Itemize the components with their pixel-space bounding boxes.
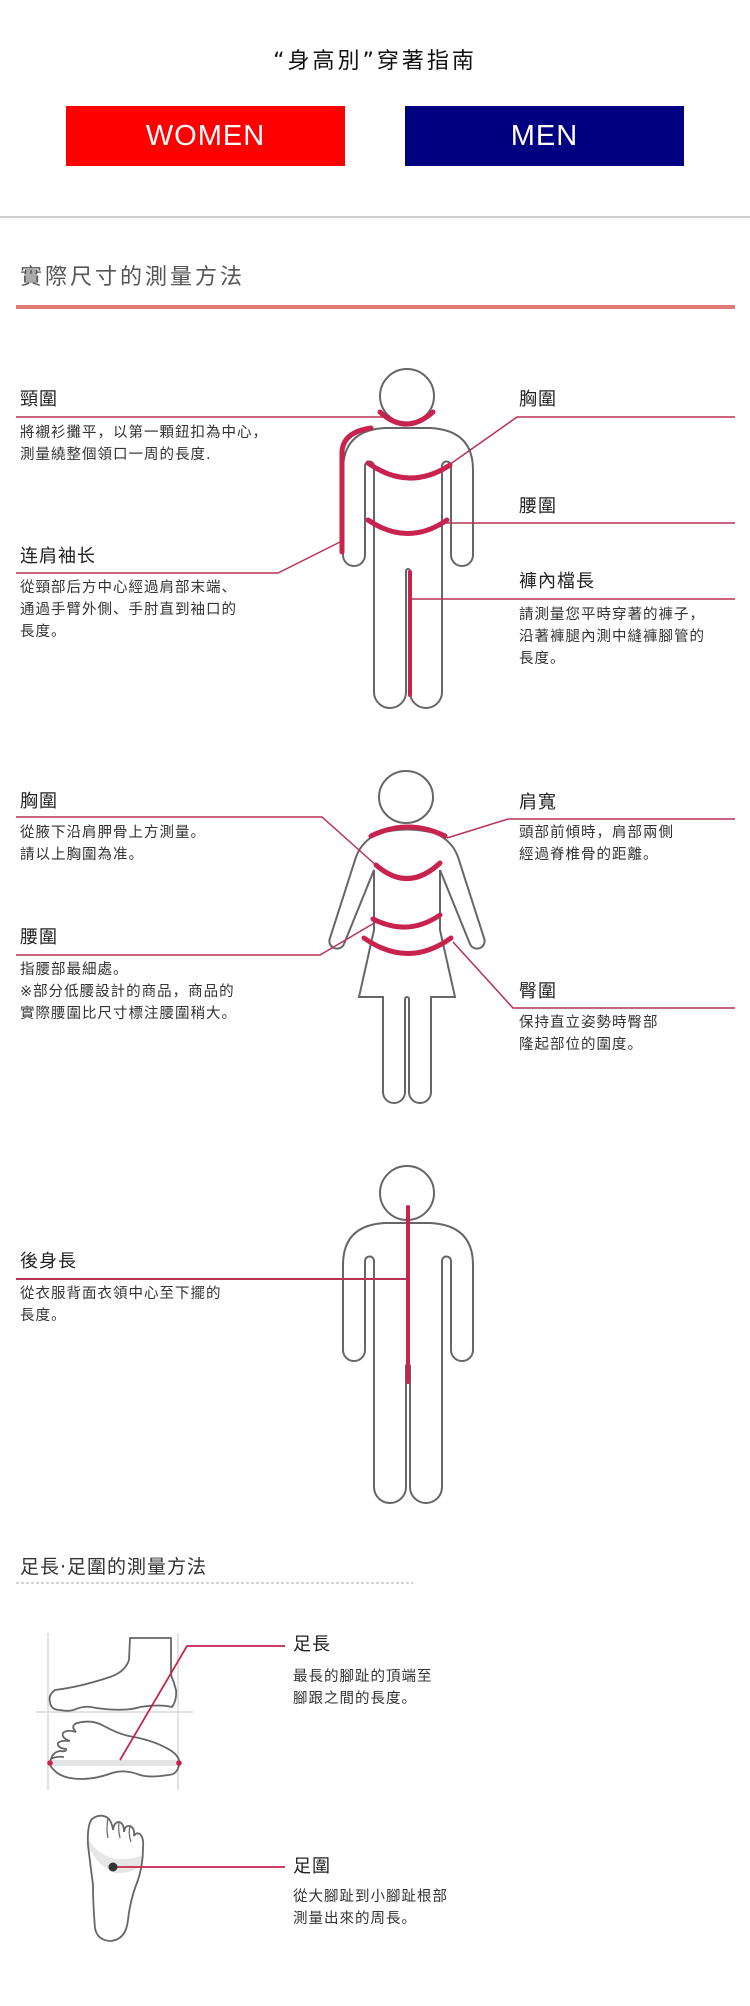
description-line: 測量出來的周長。	[293, 1911, 417, 1927]
foot-length-label: 足長	[293, 1634, 331, 1655]
heading-underline	[16, 305, 735, 309]
description-line: 最長的腳趾的頂端至	[293, 1669, 433, 1685]
description-line: 沿著褲腿內測中縫褲腳管的	[519, 629, 705, 645]
chest-mark	[373, 860, 443, 881]
description-line: 隆起部位的圍度。	[519, 1037, 643, 1053]
chest-mark	[365, 460, 453, 481]
description-line: 將襯衫攤平，以第一顆鈕扣為中心，	[20, 425, 268, 441]
description-line: 經過脊椎骨的距離。	[519, 847, 659, 863]
foot-length-icon	[36, 1633, 285, 1790]
section-heading: 實際尺寸的測量方法	[20, 265, 246, 290]
description-line: ※部分低腰設計的商品，商品的	[20, 984, 235, 1000]
neck-label: 頸圍	[20, 389, 58, 410]
foot-length-description: 最長的腳趾的頂端至 腳跟之間的長度。	[293, 1666, 433, 1710]
men-button[interactable]: MEN	[405, 106, 684, 166]
sleeve-mark	[339, 425, 374, 555]
description-line: 長度。	[20, 624, 67, 640]
description-line: 長度。	[20, 1308, 67, 1324]
hip-description: 保持直立姿勢時臀部 隆起部位的圍度。	[519, 1012, 659, 1056]
foot-girth-description: 從大腳趾到小腳趾根部 測量出來的周長。	[293, 1886, 448, 1930]
description-line: 從頸部后方中心經過肩部末端、	[20, 580, 237, 596]
sleeve-label: 连肩袖长	[20, 546, 96, 567]
inseam-description: 請測量您平時穿著的褲子， 沿著褲腿內測中縫褲腳管的 長度。	[519, 604, 705, 670]
neck-description: 將襯衫攤平，以第一顆鈕扣為中心， 測量繞整個領口一周的長度.	[20, 422, 268, 466]
description-line: 測量繞整個領口一周的長度.	[20, 447, 212, 463]
shoulder-mark	[368, 824, 448, 839]
description-line: 保持直立姿勢時臀部	[519, 1015, 659, 1031]
leader-line	[448, 416, 735, 466]
women-button[interactable]: WOMEN	[66, 106, 345, 166]
inseam-label: 褲內檔長	[519, 571, 595, 592]
waist-mark	[365, 517, 450, 536]
shoulder-description: 頭部前傾時，肩部兩側 經過脊椎骨的距離。	[519, 822, 674, 866]
waist-label: 腰圍	[519, 496, 557, 517]
description-line: 從衣服背面衣領中心至下擺的	[20, 1286, 222, 1302]
leader-line	[16, 541, 341, 574]
page-title: “身高別”穿著指南	[273, 49, 477, 74]
shoulder-label: 肩寬	[519, 792, 557, 813]
hip-label: 臀圍	[519, 981, 557, 1002]
leader-line	[452, 941, 735, 1009]
leader-line	[16, 816, 379, 868]
back-length-label: 後身長	[20, 1251, 77, 1272]
leader-line	[16, 921, 377, 956]
foot-girth-label: 足圍	[293, 1856, 331, 1877]
description-line: 通過手臂外側、手肘直到袖口的	[20, 602, 237, 618]
neck-mark	[377, 409, 436, 427]
description-line: 從腋下沿肩胛骨上方測量。	[20, 825, 206, 841]
divider	[0, 216, 750, 218]
description-line: 實際腰圍比尺寸標注腰圍稍大。	[20, 1006, 237, 1022]
description-line: 請以上胸圍為准。	[20, 847, 144, 863]
description-line: 請測量您平時穿著的褲子，	[519, 607, 705, 623]
waist-description: 指腰部最細處。 ※部分低腰設計的商品，商品的 實際腰圍比尺寸標注腰圍稍大。	[20, 959, 237, 1025]
foot-section-heading: 足長·足圍的測量方法	[20, 1556, 208, 1578]
chest-label: 胸圍	[519, 389, 557, 410]
description-line: 腳跟之間的長度。	[293, 1691, 417, 1707]
leader-line	[446, 818, 735, 839]
description-line: 從大腳趾到小腳趾根部	[293, 1889, 448, 1905]
description-line: 頭部前傾時，肩部兩側	[519, 825, 674, 841]
waist-label: 腰圍	[20, 927, 58, 948]
description-line: 長度。	[519, 651, 566, 667]
description-line: 指腰部最細處。	[20, 962, 129, 978]
head-icon	[378, 770, 434, 824]
chest-label: 胸圍	[20, 791, 58, 812]
foot-girth-icon	[86, 1814, 285, 1942]
back-length-description: 從衣服背面衣領中心至下擺的 長度。	[20, 1283, 222, 1327]
waist-mark	[370, 912, 443, 930]
woman-figure	[328, 828, 486, 1104]
sleeve-description: 從頸部后方中心經過肩部末端、 通過手臂外側、手肘直到袖口的 長度。	[20, 577, 237, 643]
chest-description: 從腋下沿肩胛骨上方測量。 請以上胸圍為准。	[20, 822, 206, 866]
hip-mark	[361, 935, 454, 956]
